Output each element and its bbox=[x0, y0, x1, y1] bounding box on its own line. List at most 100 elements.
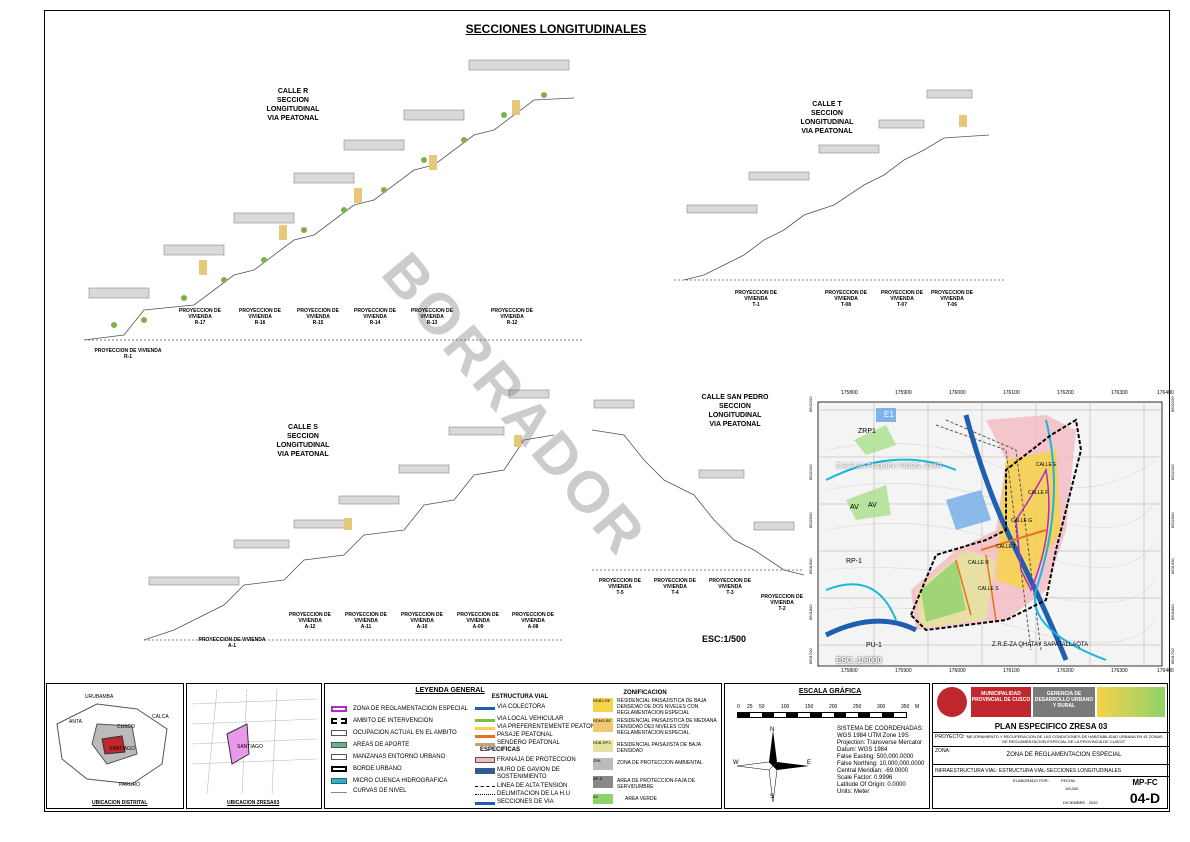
projection-label: PROYECCION DE VIVIENDA T-2 bbox=[761, 594, 803, 612]
muni-seal-icon bbox=[937, 687, 967, 717]
map-label: CALLE T bbox=[996, 544, 1017, 550]
projection-label: PROYECCION DE VIVIENDA A-08 bbox=[512, 612, 554, 630]
swatch bbox=[475, 719, 495, 722]
projection-label: PROYECCION DE VIVIENDA T-08 bbox=[825, 290, 867, 308]
sections-scale: ESC:1/500 bbox=[701, 634, 747, 644]
elaborado-label: ELABORADO POR: bbox=[1013, 778, 1049, 783]
gerencia-name: GERENCIA DE DESARROLLO URBANO Y RURAL bbox=[1033, 687, 1095, 717]
coords-line: Central Meridian: -69.0000 bbox=[837, 768, 909, 774]
legend-item: RESIDENCIAL PAISAJISTICA DE BAJA DENSIDA… bbox=[617, 698, 707, 716]
swatch bbox=[331, 778, 347, 784]
scale-tick: 100 bbox=[781, 704, 790, 710]
coords-line: Projection: Transverse Mercator bbox=[837, 740, 923, 746]
legend-item: ZONA DE PROTECCION AMBIENTAL bbox=[617, 760, 703, 766]
swatch bbox=[475, 768, 495, 774]
map-label: CALLE F bbox=[1028, 490, 1049, 496]
compass-west: W bbox=[733, 760, 739, 766]
section-title-calle-r: CALLE R SECCION LONGITUDINAL VIA PEATONA… bbox=[266, 88, 320, 122]
x-tick: 176000 bbox=[949, 668, 966, 674]
map-label: Z.R.E-SA PUQUIN / HNOS. AYAR bbox=[836, 463, 942, 470]
legend-item: LINEA DE ALTA TENSION bbox=[497, 783, 568, 789]
x-tick: 176200 bbox=[1057, 668, 1074, 674]
legend-item: MANZANAS ENTORNO URBANO bbox=[353, 754, 446, 760]
projection-label: PROYECCION DE VIVIENDA R-12 bbox=[491, 308, 533, 326]
map-label: CALLE E bbox=[1036, 462, 1057, 468]
divider bbox=[933, 746, 1169, 747]
projection-label: PROYECCION DE VIVIENDA T-1 bbox=[735, 290, 777, 308]
y-tick: 8502100 bbox=[808, 464, 813, 480]
map-label: Z.R.E-ZA QHATAY SAPATALLAQTA bbox=[992, 642, 1089, 648]
zone-label: ZONA: bbox=[935, 748, 951, 754]
district-label: URUBAMBA bbox=[85, 694, 114, 700]
project-text: "MEJORAMIENTO Y RECUPERACION DE LAS COND… bbox=[965, 734, 1163, 744]
road-title: ESTRUCTURA VIAL bbox=[491, 694, 549, 700]
facade-blocks bbox=[199, 100, 967, 530]
specific-title: ESPECIFICAS bbox=[479, 747, 520, 753]
x-tick: 176100 bbox=[1003, 668, 1020, 674]
scale-title: ESCALA GRÁFICA bbox=[798, 688, 862, 695]
sheet-desc: INFRAESTRUCTURA VIAL: ESTRUCTURA VIAL-SE… bbox=[935, 768, 1122, 774]
compass-north: N bbox=[770, 727, 775, 733]
map-canvas bbox=[817, 401, 1163, 667]
projection-label: PROYECCION DE VIVIENDA A-10 bbox=[401, 612, 443, 630]
legend-item: SENDERO PEATONAL bbox=[497, 740, 560, 746]
legend-item: RESIDENCIAL PAISAJISTA DE BAJA DENSIDAD bbox=[617, 742, 701, 754]
general-legend-box: LEYENDA GENERAL ZONA DE REGLAMENTACION E… bbox=[324, 683, 722, 809]
zone-text: ZONA DE REGLAMENTACION ESPECIAL bbox=[1006, 752, 1122, 758]
map-x-ticks-bottom: 175800 175900 176000 176100 176200 17630… bbox=[841, 668, 1174, 678]
projection-label-base: PROYECCION DE VIVIENDA A-1 bbox=[198, 637, 266, 649]
legend-item: FRANAJA DE PROTECCION bbox=[497, 757, 576, 763]
x-tick: 176300 bbox=[1111, 668, 1128, 674]
trees bbox=[111, 92, 547, 328]
swatch bbox=[475, 707, 495, 710]
district-map bbox=[56, 703, 168, 785]
section-title-calle-san-pedro: CALLE SAN PEDRO SECCION LONGITUDINAL VIA… bbox=[701, 394, 769, 428]
x-tick: 175800 bbox=[841, 668, 858, 674]
swatch bbox=[475, 802, 495, 805]
x-tick: 176000 bbox=[949, 390, 966, 396]
district-label: ANTA bbox=[69, 719, 82, 725]
coords-line: Datum: WGS 1984 bbox=[837, 747, 888, 753]
swatch bbox=[475, 727, 495, 730]
house-blocks bbox=[88, 59, 973, 586]
legend-item: SECCIONES DE VIA bbox=[497, 799, 554, 805]
divider bbox=[933, 776, 1169, 777]
legend-item: MICRO CUENCA HIDROGRAFICA bbox=[353, 778, 448, 784]
compass-east: E bbox=[807, 760, 812, 766]
sections-drawing bbox=[83, 59, 1004, 641]
calle-r-profile bbox=[83, 97, 575, 341]
map-label: E1 bbox=[884, 410, 894, 419]
map-label: AV bbox=[850, 504, 859, 511]
sheet-code: MP-FC bbox=[1132, 778, 1158, 787]
legend-item: VIA LOCAL VEHICULAR bbox=[497, 716, 564, 722]
plan-name: PLAN ESPECIFICO ZRESA 03 bbox=[994, 722, 1108, 731]
project-label: PROYECTO: bbox=[935, 734, 965, 740]
district-location-box: URUBAMBA ANTA CUSCO CALCA PARURO SANTIAG… bbox=[46, 683, 184, 809]
y-tick: 8501800 bbox=[1170, 604, 1175, 620]
projection-label: PROYECCION DE VIVIENDA T-5 bbox=[599, 578, 641, 596]
district-label: CALCA bbox=[152, 714, 169, 720]
legend-item: PASAJE PEATONAL bbox=[497, 732, 553, 738]
x-tick: 176300 bbox=[1111, 390, 1128, 396]
zoning-swatch: RDB-RP3 bbox=[593, 740, 613, 752]
map-label: CALLE R bbox=[968, 560, 989, 566]
scale-tick: 200 bbox=[829, 704, 838, 710]
muni-name: MUNICIPALIDAD PROVINCIAL DE CUSCO bbox=[971, 687, 1031, 717]
y-tick: 8502000 bbox=[808, 512, 813, 528]
sheet-number: 04-D bbox=[1129, 790, 1161, 806]
section-title-calle-t: CALLE T SECCION LONGITUDINAL VIA PEATONA… bbox=[800, 101, 854, 135]
coords-line: WGS 1984 UTM Zone 19S bbox=[837, 733, 909, 739]
coords-line: False Easting: 500,000.0000 bbox=[837, 754, 914, 760]
x-tick: 175800 bbox=[841, 390, 858, 396]
scale-tick: 25 bbox=[747, 704, 753, 710]
district-location-title: UBICACION DISTRITAL bbox=[92, 800, 148, 806]
divider bbox=[933, 764, 1169, 765]
zoning-swatch: AV bbox=[593, 794, 613, 804]
coords-line: Latitude Of Origin: 0.0000 bbox=[837, 782, 906, 788]
scale-tick: 300 bbox=[877, 704, 886, 710]
scale-unit: M bbox=[915, 704, 920, 710]
projection-label: PROYECCION DE VIVIENDA R-13 bbox=[411, 308, 453, 326]
y-tick: 8501800 bbox=[808, 604, 813, 620]
swatch bbox=[331, 718, 347, 724]
swatch bbox=[475, 794, 495, 795]
